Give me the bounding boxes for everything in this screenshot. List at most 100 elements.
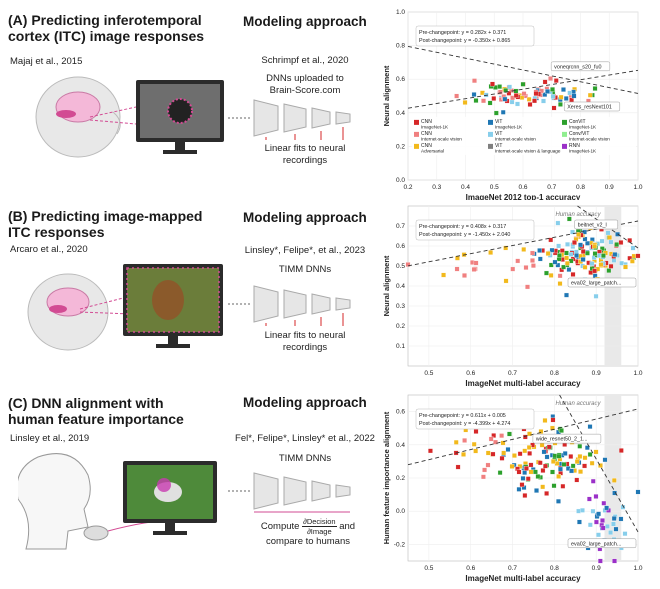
panel-b-fit-text-line2: recordings	[282, 342, 328, 353]
data-point	[544, 270, 549, 276]
annotation-box	[550, 61, 611, 72]
data-point	[541, 449, 547, 455]
changepoint-line2: Post-changepoint: y = -4.399x + 4.274	[419, 421, 510, 427]
data-point	[561, 264, 566, 270]
data-point	[580, 249, 586, 254]
legend-label-1: ViT	[495, 143, 502, 149]
data-point	[574, 459, 580, 465]
data-point	[533, 469, 538, 475]
data-point	[502, 96, 508, 102]
data-point	[611, 516, 617, 521]
panel-c-compute-text: Compute ∂Decision ∂Image and compare to …	[238, 517, 378, 548]
data-point	[528, 462, 534, 468]
x-tick-label: 1.0	[633, 565, 642, 572]
panel-b-citation: Arcaro et al., 2020	[10, 244, 88, 255]
data-point	[523, 265, 529, 270]
data-point	[527, 451, 533, 456]
data-point	[566, 267, 572, 272]
legend-label-1: RNN	[569, 143, 580, 149]
data-point	[592, 243, 597, 249]
y-tick-label: 0.8	[396, 43, 405, 50]
y-axis-label: Human feature importance alignment	[382, 411, 391, 544]
data-point	[612, 252, 618, 257]
x-axis-label: ImageNet 2012 top-1 accuracy	[466, 193, 581, 200]
data-point	[608, 263, 614, 269]
data-point	[545, 89, 550, 94]
panel-c-citation: Linsley et al., 2019	[10, 433, 90, 444]
data-point	[491, 433, 497, 438]
data-point	[564, 292, 569, 298]
data-point	[522, 493, 528, 498]
data-point	[593, 449, 599, 455]
data-point	[462, 438, 467, 443]
legend-swatch	[414, 143, 419, 149]
data-point	[531, 263, 536, 269]
data-point	[572, 240, 577, 245]
data-point	[599, 238, 605, 244]
data-point	[570, 272, 576, 277]
data-point	[592, 251, 598, 256]
data-point	[538, 429, 544, 434]
data-point	[548, 262, 554, 268]
data-point	[557, 281, 563, 287]
x-tick-label: 0.9	[605, 184, 614, 191]
data-point	[570, 463, 576, 469]
data-point	[520, 81, 526, 87]
data-point	[454, 93, 460, 99]
human-accuracy-label: Human accuracy	[556, 401, 602, 407]
legend-label-2: Internet-scale vision	[421, 136, 462, 141]
data-point	[596, 532, 601, 538]
data-point	[516, 469, 522, 475]
panel-b-title-line2: ITC responses	[8, 224, 105, 240]
data-point	[557, 273, 563, 279]
data-point	[515, 101, 520, 107]
data-point	[550, 417, 556, 423]
data-point	[473, 98, 479, 103]
panel-a-model-text: DNNs uploaded to Brain-Score.com	[245, 73, 365, 97]
data-point	[576, 232, 581, 237]
panel-a: (A) Predicting inferotemporal cortex (IT…	[0, 0, 660, 200]
data-point	[594, 519, 599, 525]
data-point	[548, 76, 553, 81]
data-point	[585, 240, 590, 246]
data-point	[499, 433, 505, 439]
panel-a-title-line2: cortex (ITC) image responses	[8, 28, 205, 44]
data-point	[548, 237, 554, 243]
data-point	[555, 262, 561, 268]
data-point	[493, 110, 499, 116]
data-point	[509, 464, 515, 469]
data-point	[537, 248, 542, 253]
data-point	[558, 466, 563, 472]
data-point	[602, 457, 608, 463]
x-tick-label: 0.9	[592, 370, 601, 377]
data-point	[500, 440, 506, 446]
data-point	[558, 94, 564, 100]
panel-c: (C) DNN alignment with human feature imp…	[0, 387, 660, 589]
legend-label-2: Internet-scale vision	[495, 136, 536, 141]
data-point	[548, 273, 554, 278]
data-point	[561, 87, 566, 92]
data-point	[428, 448, 433, 454]
data-point	[441, 272, 446, 278]
fraction-denominator: ∂Image	[307, 527, 332, 536]
data-point	[568, 251, 574, 257]
data-point	[551, 105, 557, 111]
data-point	[556, 474, 561, 479]
data-point	[597, 558, 603, 564]
panel-c-modeling-title: Modeling approach	[243, 395, 367, 410]
data-point	[577, 454, 583, 459]
data-point	[611, 478, 617, 483]
data-point	[607, 235, 613, 240]
data-point	[544, 491, 549, 496]
y-tick-label: 1.0	[396, 9, 405, 16]
mouse-icon	[83, 520, 161, 541]
data-point	[517, 451, 523, 457]
data-point	[635, 253, 641, 259]
data-point	[524, 466, 529, 471]
data-point	[608, 239, 614, 245]
data-point	[552, 259, 558, 265]
x-tick-label: 0.4	[461, 184, 470, 191]
data-point	[481, 474, 486, 480]
data-point	[532, 98, 537, 104]
data-point	[503, 278, 509, 284]
